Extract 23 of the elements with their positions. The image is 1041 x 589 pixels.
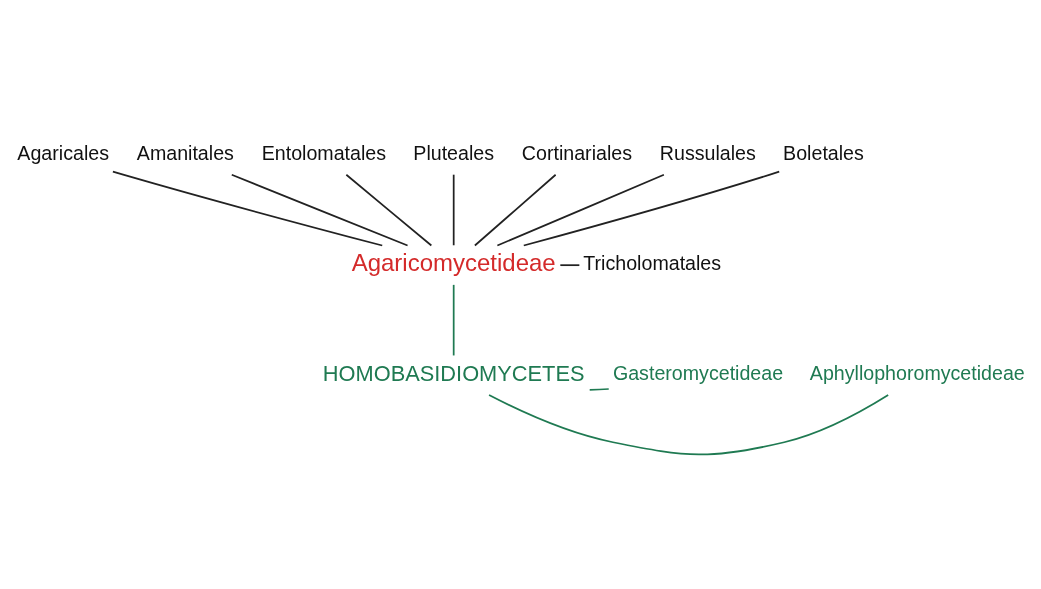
node-text: Cortinariales (521, 141, 633, 164)
node-text: Russulales (659, 141, 756, 164)
node-text: Boletales (783, 141, 864, 164)
node-text: Tricholomatales (583, 251, 722, 274)
connector (452, 283, 455, 356)
node-text: Amanitales (136, 141, 234, 164)
connector (112, 170, 384, 246)
node-text: Entolomatales (261, 141, 387, 164)
connector (230, 173, 409, 246)
node-text: Agaricales (17, 141, 109, 164)
node-text: HOMOBASIDIOMYCETES (322, 360, 585, 386)
connector (345, 173, 433, 246)
node-text: Gasteromycetideae (612, 361, 784, 384)
connector (588, 387, 610, 391)
connector (496, 173, 665, 246)
connector (559, 263, 581, 266)
connector (452, 173, 455, 246)
node-text: Pluteales (413, 141, 495, 164)
connector (488, 393, 890, 455)
node-text: Aphyllophoromycetideae (809, 361, 1025, 384)
connector (474, 173, 557, 246)
connector (522, 170, 781, 246)
node-text: Agaricomycetideae (351, 248, 556, 276)
